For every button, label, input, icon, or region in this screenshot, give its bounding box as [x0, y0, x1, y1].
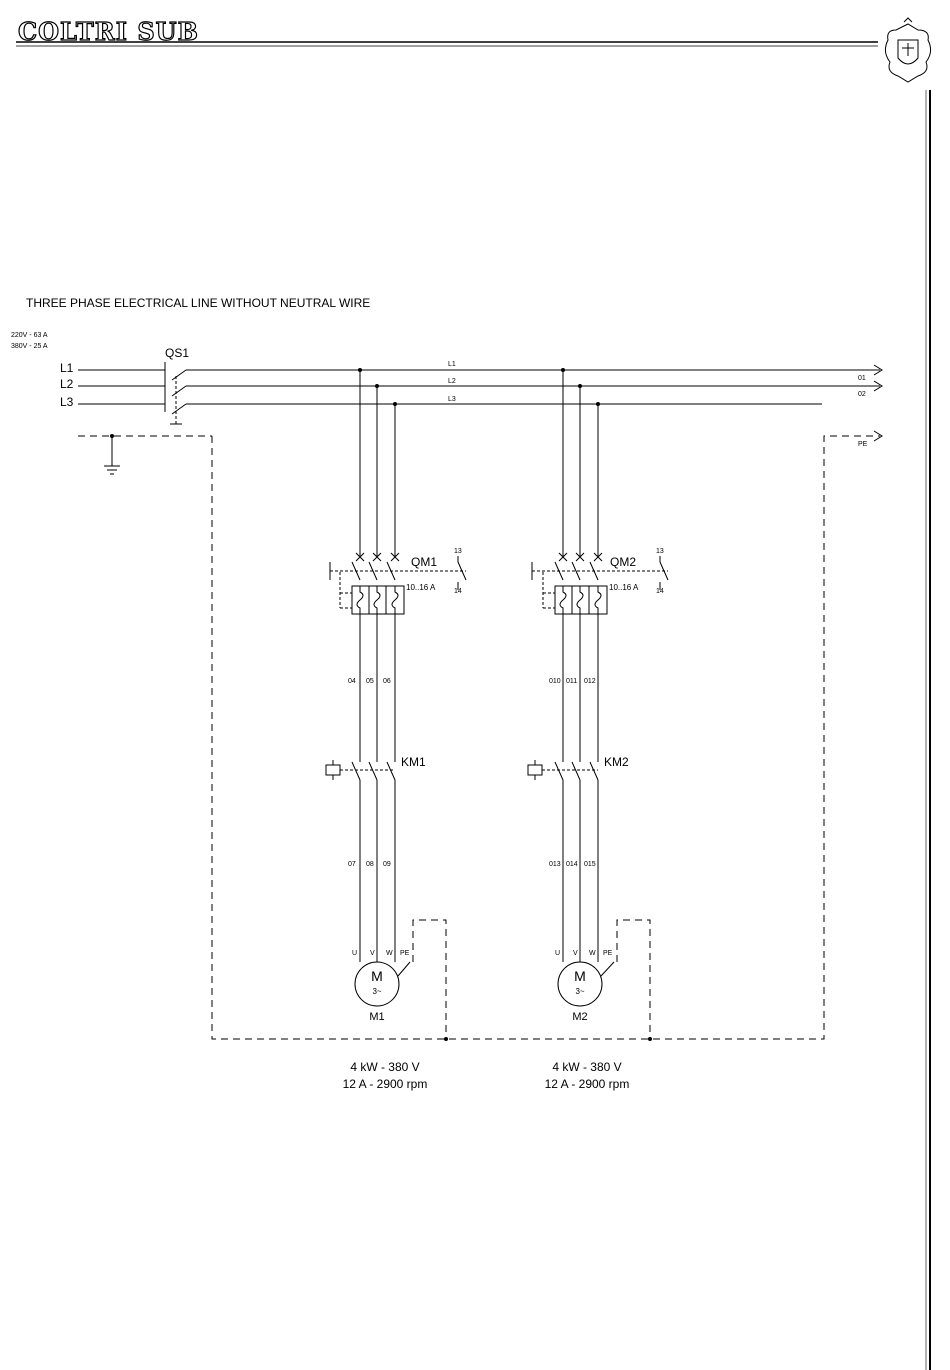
- branch-2-wire-label-014: 014: [566, 861, 578, 868]
- m2-terminal-pe: PE: [603, 950, 613, 957]
- branch-2-wire-label-010: 010: [549, 678, 561, 685]
- qm1-thermal-element-3: [392, 586, 398, 614]
- supply-rating-220: 220V - 63 A: [11, 332, 48, 339]
- qm1-aux-top: 13: [454, 548, 462, 555]
- km2-coil: [528, 765, 542, 775]
- brand-logo-text: COLTRI SUB: [18, 17, 199, 46]
- branch-1-wire-label-05: 05: [366, 678, 374, 685]
- km1-pole-2: [369, 762, 377, 780]
- m1-phase: 3~: [372, 987, 381, 996]
- qm2-aux-contact: [660, 556, 668, 590]
- qm1-range: 10..16 A: [406, 583, 436, 592]
- bus-label-l2: L2: [448, 378, 456, 385]
- phase-label-l1: L1: [60, 361, 74, 375]
- bus-label-l1: L1: [448, 361, 456, 368]
- m2-name: M2: [572, 1011, 587, 1023]
- qm1-thermal-element-1: [357, 586, 363, 614]
- branch-1-wire-label-07: 07: [348, 861, 356, 868]
- qm2-label: QM2: [610, 555, 636, 569]
- branch-1-wire-label-04: 04: [348, 678, 356, 685]
- qm1-label: QM1: [411, 555, 437, 569]
- switch-blade-l3: [172, 404, 186, 414]
- m2-spec-power: 4 kW - 380 V: [552, 1060, 621, 1074]
- supply-rating-380: 380V - 25 A: [11, 343, 48, 350]
- pe-loop: [212, 436, 880, 1039]
- m2-symbol: M: [574, 968, 586, 984]
- phase-label-l2: L2: [60, 377, 74, 391]
- qm2-range: 10..16 A: [609, 583, 639, 592]
- m2-spec-current: 12 A - 2900 rpm: [545, 1077, 630, 1091]
- m1-symbol: M: [371, 968, 383, 984]
- qm1-thermal-element-2: [374, 586, 380, 614]
- m1-spec-current: 12 A - 2900 rpm: [343, 1077, 428, 1091]
- phase-label-l3: L3: [60, 395, 74, 409]
- m2-pe-lead: [617, 920, 650, 1039]
- km1-pole-1: [352, 762, 360, 780]
- qm2-aux-bottom: 14: [656, 588, 664, 595]
- branch-1-junction-l2: [375, 384, 379, 388]
- km2-label: KM2: [604, 755, 629, 769]
- branch-1-junction-l3: [393, 402, 397, 406]
- branch-2-wire-label-015: 015: [584, 861, 596, 868]
- qm1-aux-contact: [458, 556, 466, 590]
- crest-logo: [885, 18, 930, 82]
- m2-phase: 3~: [575, 987, 584, 996]
- m1-pe-tie: [398, 962, 410, 976]
- output-label-01: 01: [858, 375, 866, 382]
- branch-1-pe-junction: [444, 1037, 448, 1041]
- output-label-pe: PE: [858, 441, 868, 448]
- m2-terminal-w: W: [589, 950, 596, 957]
- main-switch-label: QS1: [165, 346, 189, 360]
- switch-blade-l2: [172, 386, 186, 396]
- qm1-aux-bottom: 14: [454, 588, 462, 595]
- km1-label: KM1: [401, 755, 426, 769]
- m1-terminal-u: U: [352, 950, 357, 957]
- branch-2-junction-l3: [596, 402, 600, 406]
- m2-terminal-v: V: [573, 950, 578, 957]
- qm2-thermal-element-3: [595, 586, 601, 614]
- branch-2-wire-label-012: 012: [584, 678, 596, 685]
- m1-terminal-w: W: [386, 950, 393, 957]
- qm2-aux-top: 13: [656, 548, 664, 555]
- branch-2-wire-label-013: 013: [549, 861, 561, 868]
- km2-pole-3: [590, 762, 598, 780]
- m1-name: M1: [369, 1011, 384, 1023]
- branch-1-wire-label-09: 09: [383, 861, 391, 868]
- branch-1: QM1 10..16 A 13 14 KM1 04 05 06 07 08 09…: [326, 368, 466, 1091]
- branch-2: QM2 10..16 A 13 14 KM2 010 011 012 013 0…: [528, 368, 668, 1091]
- branch-1-junction-l1: [358, 368, 362, 372]
- km2-pole-2: [572, 762, 580, 780]
- m1-terminal-v: V: [370, 950, 375, 957]
- branch-1-wire-label-08: 08: [366, 861, 374, 868]
- switch-blade-l1: [172, 370, 186, 380]
- m1-spec-power: 4 kW - 380 V: [350, 1060, 419, 1074]
- qm2-thermal-element-1: [560, 586, 566, 614]
- output-label-02: 02: [858, 391, 866, 398]
- branch-2-junction-l2: [578, 384, 582, 388]
- km1-coil: [326, 765, 340, 775]
- branch-1-wire-label-06: 06: [383, 678, 391, 685]
- m2-pe-tie: [601, 962, 614, 976]
- m2-terminal-u: U: [555, 950, 560, 957]
- km1-pole-3: [387, 762, 395, 780]
- branch-2-wire-label-011: 011: [566, 678, 577, 685]
- earth-junction: [110, 434, 114, 438]
- km2-pole-1: [555, 762, 563, 780]
- qm2-thermal-element-2: [577, 586, 583, 614]
- m1-pe-lead: [413, 920, 446, 1039]
- m1-terminal-pe: PE: [400, 950, 410, 957]
- diagram-title: THREE PHASE ELECTRICAL LINE WITHOUT NEUT…: [26, 296, 370, 310]
- branch-2-pe-junction: [648, 1037, 652, 1041]
- bus-label-l3: L3: [448, 396, 456, 403]
- branch-2-junction-l1: [561, 368, 565, 372]
